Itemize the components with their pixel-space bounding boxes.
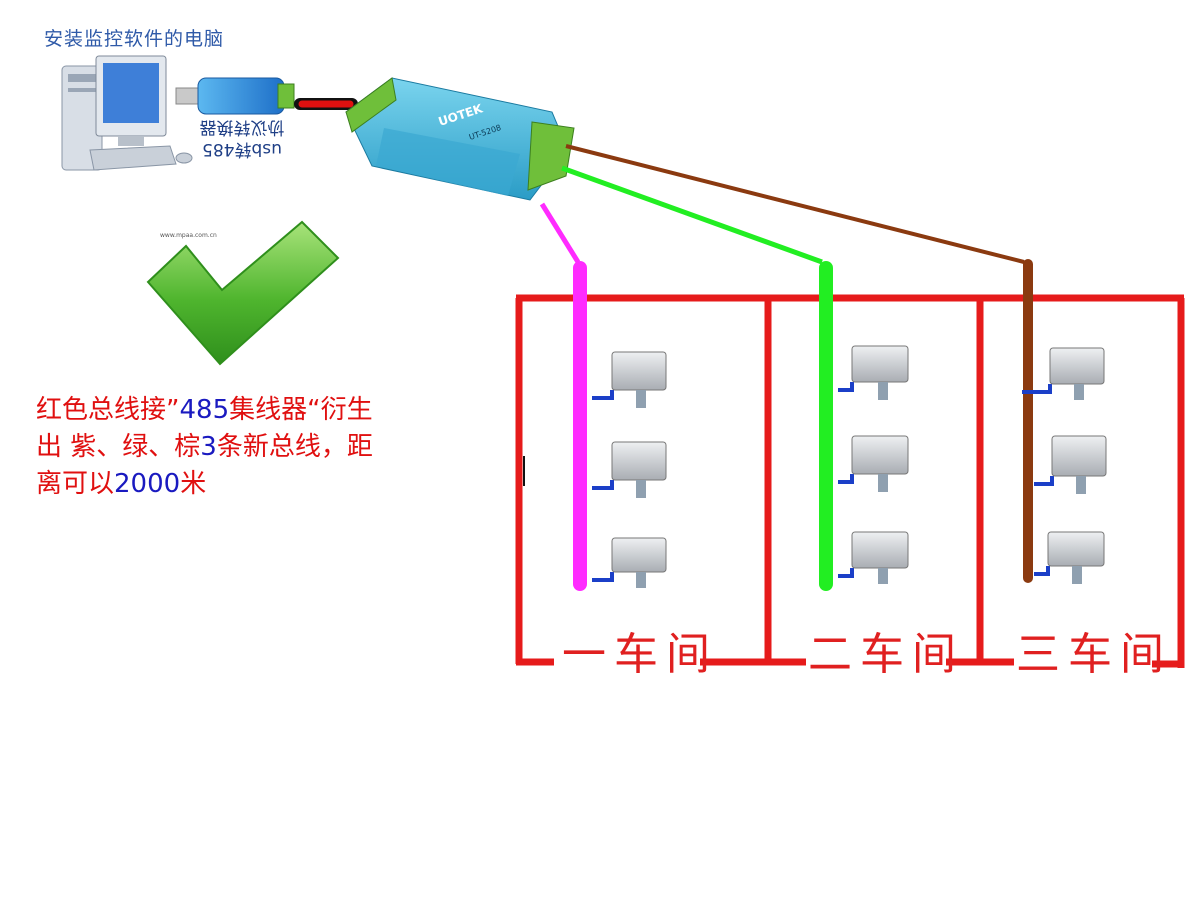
note-part-hub: 485 xyxy=(179,395,230,425)
usb-converter-label: usb转485 协议转换器 xyxy=(196,116,288,160)
usb-label-line1: usb转485 xyxy=(202,139,282,159)
usb-label-line2: 协议转换器 xyxy=(199,117,285,137)
watermark: www.mpaa.com.cn xyxy=(160,232,217,239)
brown-feeder-line xyxy=(565,144,1025,264)
sensor-device-icon xyxy=(1034,435,1107,494)
workshop-frames xyxy=(515,294,1185,668)
check-mark-icon xyxy=(146,220,340,366)
sensor-device-icon xyxy=(838,345,909,400)
sensor-device-icon xyxy=(1034,531,1105,584)
sensor-device-icon xyxy=(838,531,909,584)
sensor-device-icon xyxy=(592,351,667,408)
note-part: 红色总线接” xyxy=(36,395,180,425)
note-part-count: 3 xyxy=(200,432,217,462)
rs485-hub-icon: UOTEK UT-5208 xyxy=(345,77,575,201)
purple-feeder-line xyxy=(539,202,581,264)
sensor-device-icon xyxy=(838,435,909,492)
usb-converter-icon xyxy=(175,77,295,115)
note-part-distance: 2000 xyxy=(114,469,181,499)
room-label-1: 一车间 xyxy=(562,629,718,680)
note-part: 米 xyxy=(180,469,207,499)
note-part: 集线器“衍生出 紫、绿、棕 xyxy=(36,395,373,462)
sensor-device-icon xyxy=(592,441,667,498)
pc-title: 安装监控软件的电脑 xyxy=(44,28,225,50)
sensor-device-icon xyxy=(1022,347,1105,400)
sensor-device-icon xyxy=(592,537,667,588)
room-label-3: 三车间 xyxy=(1016,629,1172,680)
room-label-2: 二车间 xyxy=(808,629,964,680)
note-text: 红色总线接”485集线器“衍生出 紫、绿、棕3条新总线，距离可以2000米 xyxy=(36,392,396,503)
computer-icon xyxy=(61,55,193,171)
green-feeder-line xyxy=(561,165,823,265)
note-part: 条新总线，距离可以 xyxy=(36,432,373,499)
